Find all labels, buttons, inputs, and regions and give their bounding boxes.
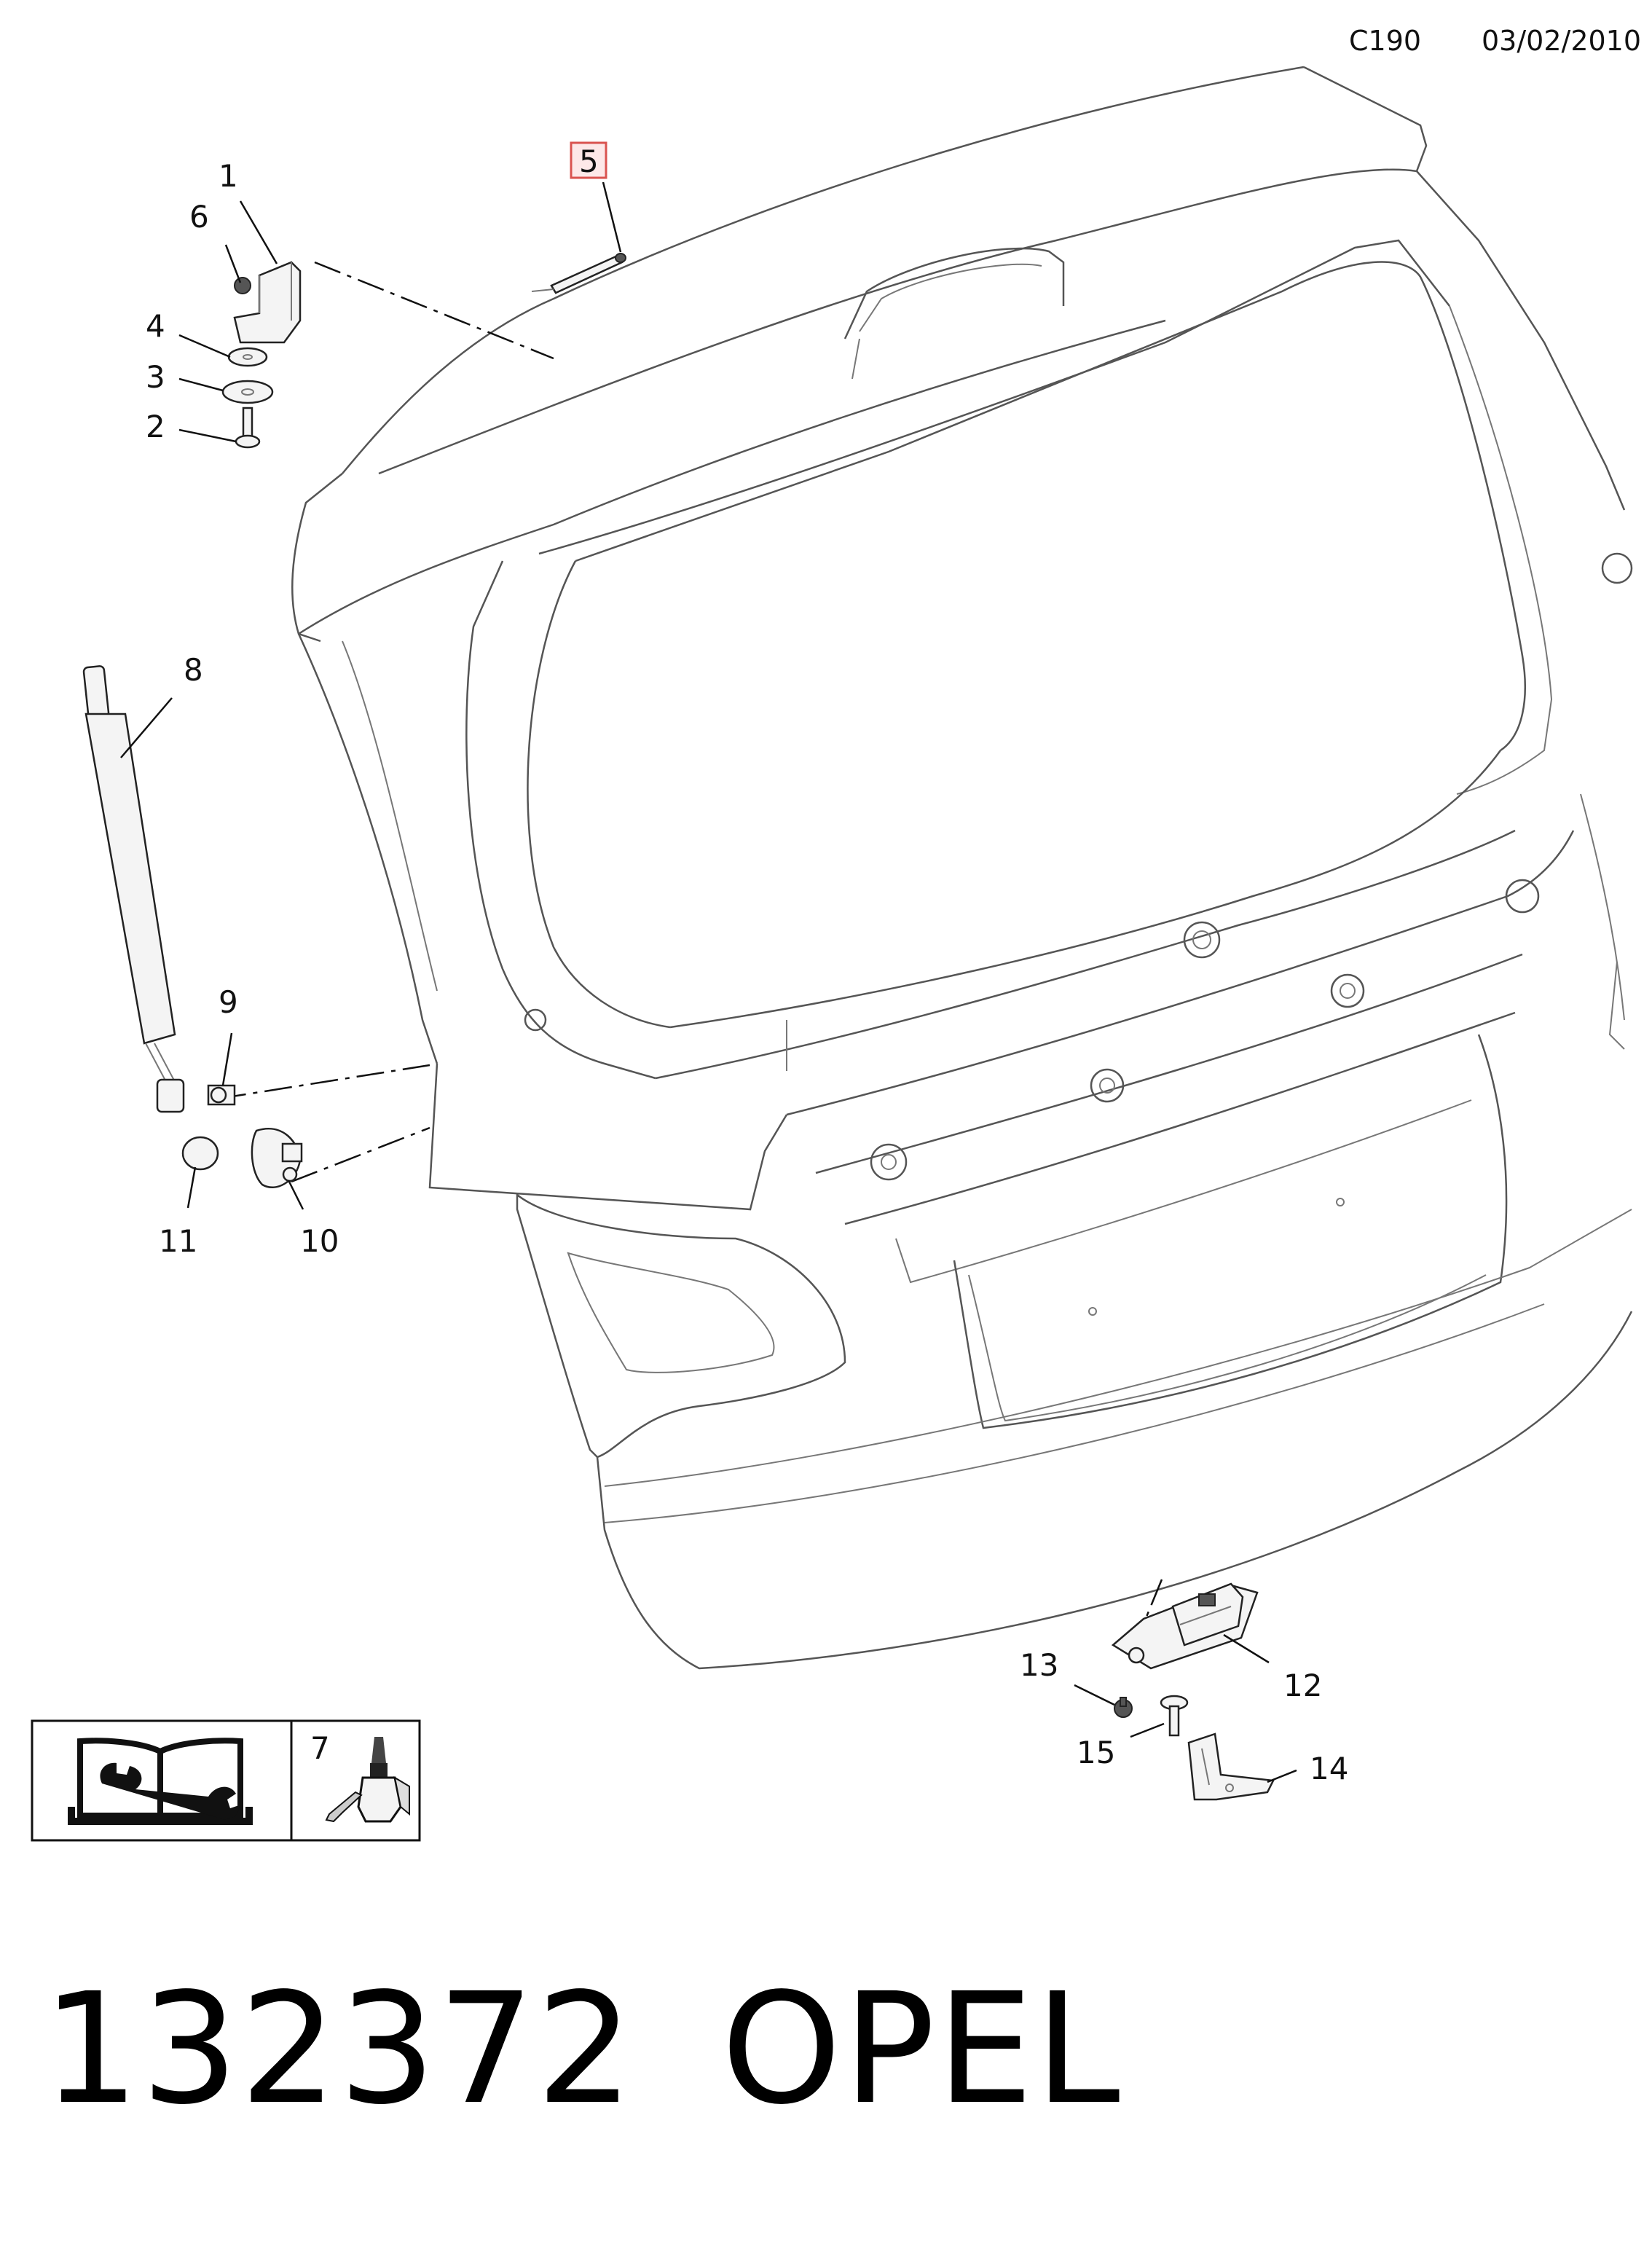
- callout-5[interactable]: 5: [579, 144, 599, 179]
- callout-2[interactable]: 2: [146, 409, 165, 444]
- pin-part[interactable]: [531, 253, 626, 294]
- callout-14[interactable]: 14: [1310, 1751, 1348, 1786]
- tailgate-panel: [291, 66, 1633, 1670]
- callout-6[interactable]: 6: [189, 199, 209, 235]
- assembly-line-hinge: [314, 261, 554, 360]
- diagram-date: 03/02/2010: [1482, 25, 1642, 57]
- hinge-washer[interactable]: [227, 347, 268, 367]
- service-manual-icon[interactable]: [68, 1738, 253, 1825]
- gas-strut[interactable]: [82, 665, 185, 1113]
- callout-5-highlight[interactable]: 5: [570, 141, 607, 179]
- latch-screw[interactable]: [1114, 1697, 1133, 1718]
- clip-ring[interactable]: [181, 1136, 219, 1171]
- callout-13[interactable]: 13: [1020, 1647, 1058, 1683]
- hinge-bolt[interactable]: [235, 407, 261, 449]
- diagram-code: C190: [1349, 25, 1422, 57]
- callout-7[interactable]: 7: [310, 1730, 330, 1766]
- hinge-spacer[interactable]: [221, 380, 274, 404]
- callout-12[interactable]: 12: [1283, 1668, 1322, 1703]
- adhesive-bottle-icon[interactable]: [325, 1737, 410, 1823]
- striker-part[interactable]: [1187, 1732, 1275, 1801]
- bracket-part[interactable]: [251, 1128, 303, 1189]
- callout-3[interactable]: 3: [146, 359, 165, 395]
- callout-9[interactable]: 9: [219, 984, 238, 1020]
- brand-name: OPEL: [721, 1960, 1122, 2138]
- striker-bolt[interactable]: [1160, 1695, 1189, 1737]
- hinge-part[interactable]: [233, 261, 302, 344]
- hinge-nut[interactable]: [234, 277, 251, 294]
- callout-15[interactable]: 15: [1077, 1735, 1115, 1770]
- assembly-line-strut: [218, 1064, 430, 1100]
- callout-4[interactable]: 4: [146, 308, 165, 344]
- latch-part[interactable]: [1111, 1582, 1259, 1670]
- callout-1[interactable]: 1: [219, 158, 238, 194]
- leader-lines: [120, 181, 1297, 1783]
- callout-10[interactable]: 10: [300, 1223, 339, 1259]
- diagram-number: 132372: [42, 1960, 635, 2138]
- ball-stud[interactable]: [207, 1084, 236, 1106]
- callout-8[interactable]: 8: [184, 652, 203, 688]
- callout-11[interactable]: 11: [159, 1223, 197, 1259]
- assembly-line-ballstud: [291, 1126, 430, 1183]
